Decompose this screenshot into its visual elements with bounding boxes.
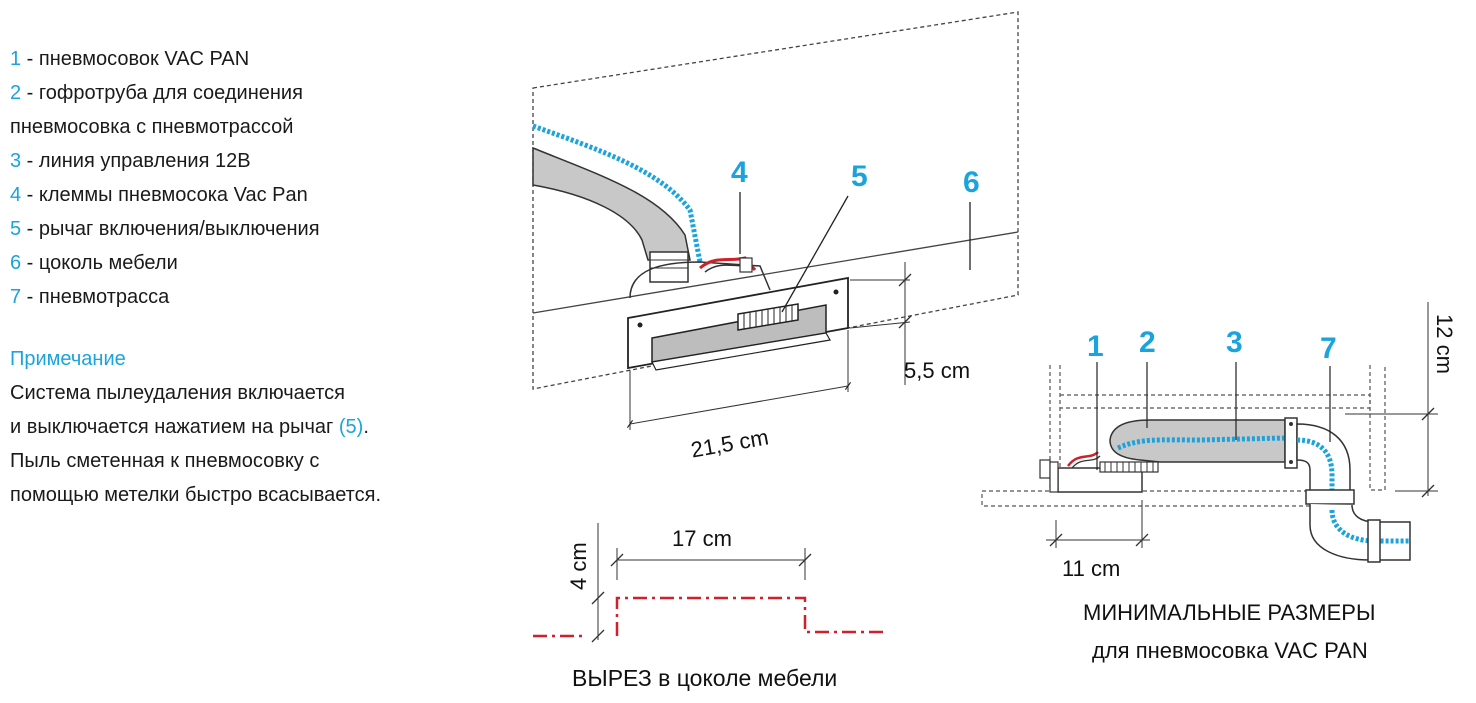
cutout-caption: ВЫРЕЗ в цоколе мебели [572, 665, 837, 691]
legend-item: 2 - гофротруба для соединения [10, 76, 320, 110]
legend-text: - линия управления 12В [21, 150, 251, 172]
legend-number: 2 [10, 82, 22, 104]
note-text: . [363, 416, 369, 438]
callout-label: 3 [1226, 326, 1243, 359]
hose-tube [532, 146, 691, 261]
dimension-label: 11 cm [1062, 556, 1120, 581]
side-view-diagram: 1 2 3 7 11 cm 12 cm МИНИМАЛЬНЫЕ РАЗМЕРЫ … [981, 302, 1457, 663]
dimension-line [626, 381, 852, 429]
legend-item: 6 - цоколь мебели [10, 246, 320, 280]
callout-label: 7 [1320, 332, 1337, 365]
unit-body [629, 261, 771, 299]
terminal-block [739, 257, 753, 273]
dimension-label: 5,5 cm [904, 358, 970, 383]
legend-item: 7 - пневмотрасса [10, 280, 320, 314]
legend-number: 6 [10, 252, 22, 274]
cut-outline [615, 596, 888, 636]
dimension-line [849, 321, 911, 329]
wall-outline [532, 11, 1019, 390]
legend-number: 1 [10, 48, 22, 70]
callout-label: 2 [1139, 326, 1156, 359]
legend-item: 3 - линия управления 12В [10, 144, 320, 178]
legend-text: - клеммы пневмосока Vac Pan [21, 184, 308, 206]
legend-text: - гофротруба для соединения [21, 82, 303, 104]
legend-text: - рычаг включения/выключения [21, 218, 320, 240]
dimension-label: 12 cm [1432, 314, 1457, 374]
callout-label: 4 [731, 156, 748, 189]
control-line [1116, 435, 1286, 451]
callout-label: 1 [1087, 330, 1104, 363]
legend-list: 1 - пневмосовок VAC PAN 2 - гофротруба д… [10, 42, 320, 314]
legend-number: 4 [10, 184, 22, 206]
furniture-outline [1060, 394, 1371, 409]
legend-text: пневмосовка с пневмотрассой [10, 116, 294, 138]
main-diagram: 4 5 6 21,5 cm 5,5 cm [532, 11, 1019, 463]
legend-text: - пневмотрасса [21, 286, 170, 308]
legend-item: пневмосовка с пневмотрассой [10, 110, 320, 144]
dimension-label: 21,5 cm [689, 424, 770, 462]
note-line: Система пылеудаления включается [10, 382, 345, 404]
note-line: Пыль сметенная к пневмосовку с [10, 450, 320, 472]
side-view-caption: МИНИМАЛЬНЫЕ РАЗМЕРЫ [1083, 600, 1375, 625]
callout-leader [781, 195, 849, 313]
cutout-diagram: 17 cm 4 cm ВЫРЕЗ в цоколе мебели [533, 523, 888, 691]
hose-corrugation [532, 123, 703, 263]
dimension-label: 4 cm [566, 542, 591, 590]
callout-label: 6 [963, 166, 980, 199]
legend-item: 1 - пневмосовок VAC PAN [10, 42, 320, 76]
control-wires [1066, 451, 1099, 467]
note-line: помощью метелки быстро всасывается. [10, 484, 382, 506]
legend-item: 4 - клеммы пневмосока Vac Pan [10, 178, 320, 212]
legend-text: - пневмосовок VAC PAN [21, 48, 250, 70]
dimension-label: 17 cm [672, 526, 732, 551]
side-view-caption: для пневмосовка VAC PAN [1092, 638, 1368, 663]
main-pipe [1296, 423, 1351, 496]
note-ref: (5) [338, 416, 364, 438]
plinth-edge [532, 231, 1019, 314]
legend-number: 7 [10, 286, 22, 308]
note-text: и выключается нажатием на рычаг [10, 416, 339, 438]
callout-label: 5 [851, 160, 868, 193]
legend-text: - цоколь мебели [21, 252, 178, 274]
legend-item: 5 - рычаг включения/выключения [10, 212, 320, 246]
legend-number: 5 [10, 218, 22, 240]
note-title: Примечание [10, 348, 126, 370]
note-line: и выключается нажатием на рычаг (5). [10, 410, 381, 444]
floor-slab [981, 490, 1311, 507]
legend-number: 3 [10, 150, 22, 172]
note-block: Примечание Система пылеудаления включает… [10, 342, 381, 512]
